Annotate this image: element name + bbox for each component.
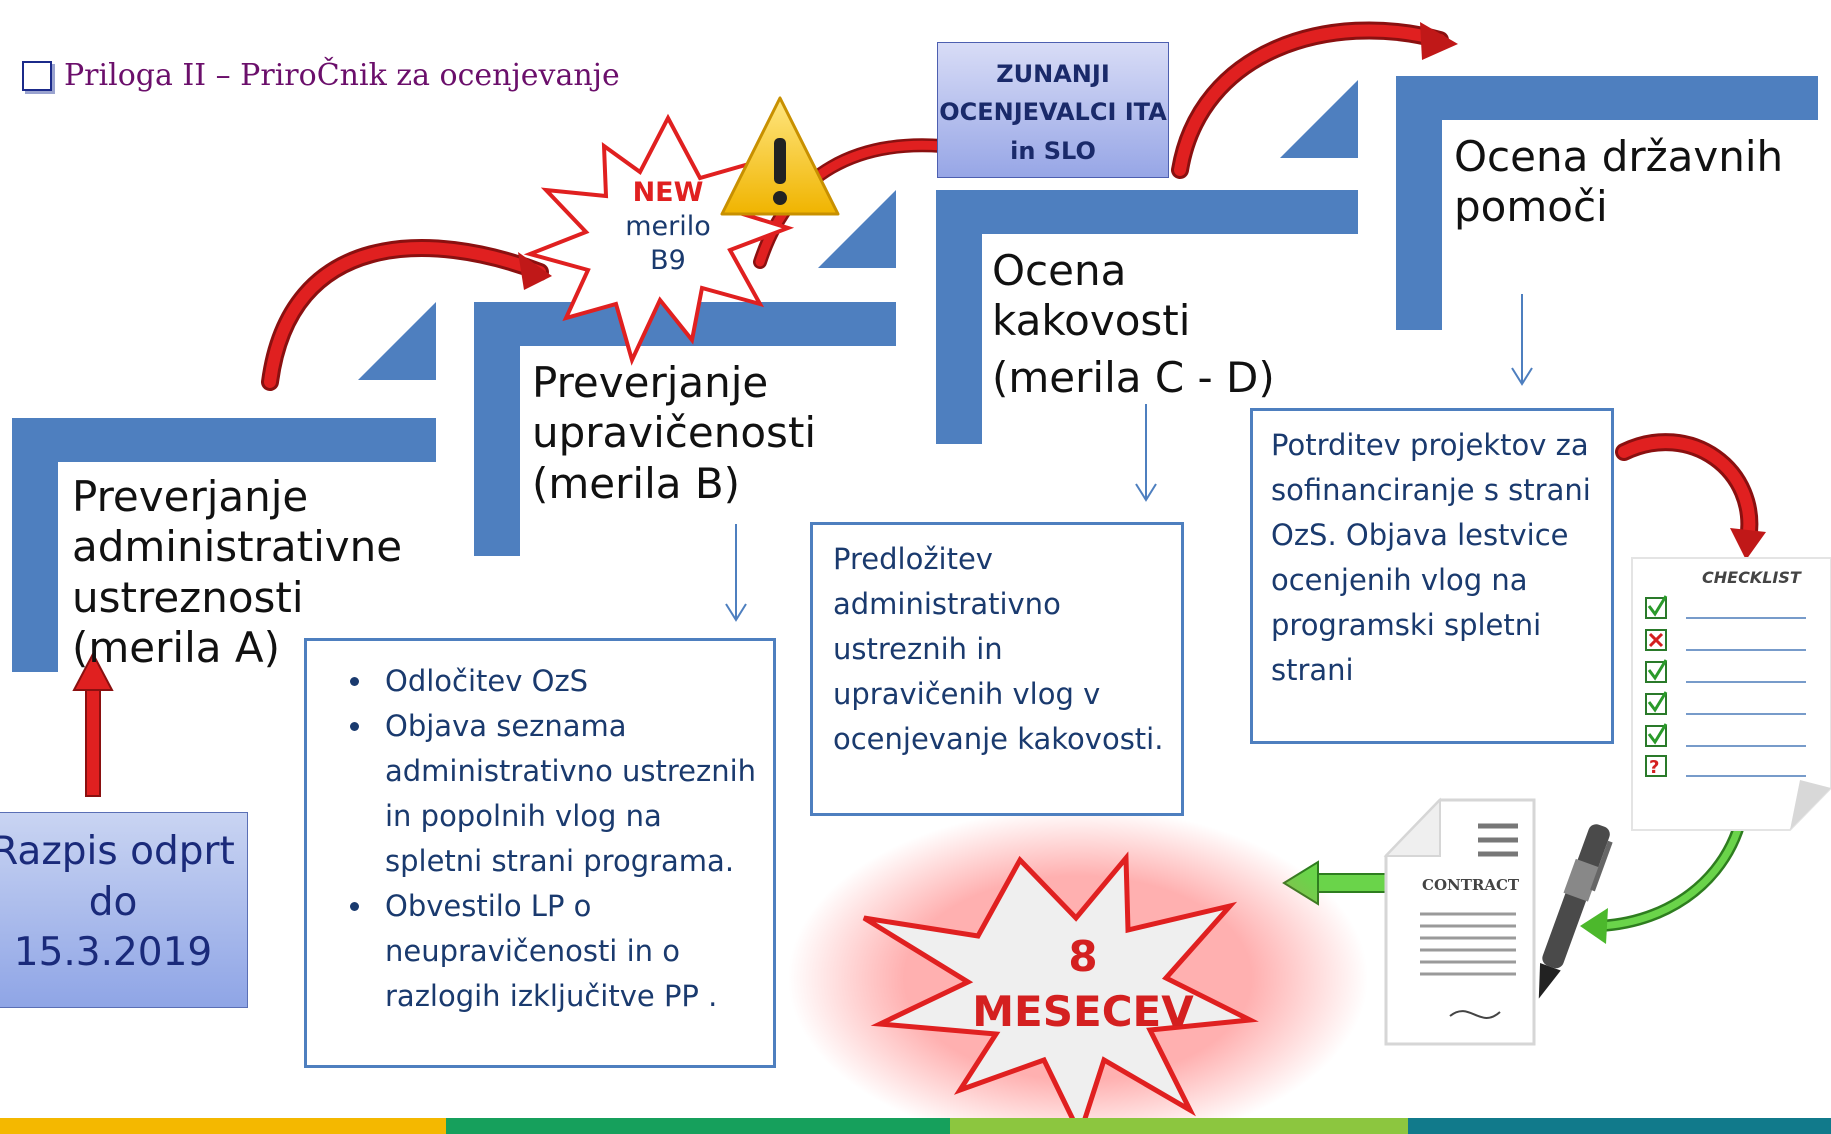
new-criterion-code: B9	[650, 244, 686, 276]
step-shape-a	[12, 302, 436, 672]
box-b-item: Odločitev OzS	[375, 659, 757, 704]
info-box-d: Potrditev projektov za sofinanciranje s …	[1250, 408, 1614, 744]
contract-label: CONTRACT	[1422, 876, 1520, 894]
step-c-line2: (merila C - D)	[992, 352, 1275, 402]
box-b-item: Obvestilo LP o neupravičenosti in o razl…	[375, 884, 757, 1019]
deadline-date: 15.3.2019	[13, 930, 213, 976]
checklist-label: CHECKLIST	[1702, 568, 1801, 587]
step-d-label: Ocena državnih pomoči	[1454, 132, 1784, 232]
red-up-arrow	[72, 651, 114, 797]
external-evaluators-box: ZUNANJI OCENJEVALCI ITA in SLO	[937, 42, 1169, 178]
step-shape-d	[1396, 76, 1818, 330]
duration-unit: MESECEV	[972, 986, 1194, 1036]
info-box-c: Predložitev administrativno ustreznih in…	[810, 522, 1184, 816]
connector-arrows	[725, 294, 1533, 622]
box-b-item: Objava seznama administrativno ustreznih…	[375, 704, 757, 884]
checkbox-bullet-icon	[22, 60, 52, 91]
deadline-box: Razpis odprt do 15.3.2019	[0, 812, 248, 1008]
step-a-label: Preverjanje administrativne ustreznosti …	[72, 472, 403, 673]
step-c-line1: Ocena kakovosti	[992, 246, 1191, 346]
page-title-text: Priloga II – PriroČnik za ocenjevanje	[64, 58, 620, 93]
step-c-label: Ocena kakovosti (merila C - D)	[992, 246, 1332, 403]
duration-starburst	[862, 851, 1259, 1134]
duration-label: 8 MESECEV	[958, 930, 1208, 1039]
info-box-b: Odločitev OzS Objava seznama administrat…	[304, 638, 776, 1068]
svg-text:?: ?	[1649, 757, 1659, 778]
pen-icon	[1538, 824, 1613, 999]
checklist-icon: ?	[1631, 557, 1831, 831]
warning-icon	[720, 96, 840, 216]
red-curved-arrows	[261, 21, 1766, 560]
new-starburst	[523, 113, 795, 366]
deadline-label: Razpis odprt do	[0, 829, 235, 925]
step-b-label: Preverjanje upravičenosti (merila B)	[532, 358, 817, 508]
new-badge-text: NEW merilo B9	[606, 176, 730, 277]
step-shape-c	[936, 80, 1358, 444]
new-label: NEW	[632, 177, 704, 208]
page-title: Priloga II – PriroČnik za ocenjevanje	[22, 58, 620, 93]
new-criterion-label: merilo	[625, 210, 711, 242]
contract-icon	[1383, 797, 1536, 1046]
duration-number: 8	[1068, 932, 1098, 981]
